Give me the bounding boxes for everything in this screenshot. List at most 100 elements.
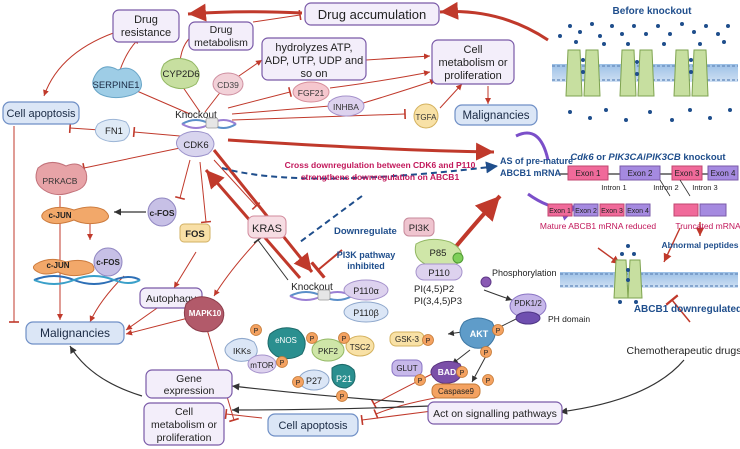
gene-structure: Exon 1 Exon 2 Exon 3 Exon 4 Intron 1 Int… [560,165,739,197]
drug-metabolism-label-1: Drug [210,24,233,36]
gene-expression-label-2: expression [164,385,215,397]
arrow-mapk-malig [125,315,197,336]
inhibit-chemo [665,294,691,323]
arrow-transporter-to-accum [439,1,549,42]
inhibit-apoptosis-prolif [224,408,263,420]
hydrolyzes-label-3: so on [301,68,328,80]
bad-protein: BAD [430,360,463,384]
exon-2-block [619,165,661,181]
cjun-protein-1: c-JUN [41,206,109,225]
as-premature-line-1: AS of pre-mature [500,156,573,166]
exon-1-block [567,165,609,181]
transporter-icon [613,259,643,299]
abcb1-downregulated-label: ABCB1 downregulated [634,304,740,315]
autophagy-label: Autophagy [146,293,197,305]
enos-protein: eNOS [267,327,306,360]
cell-metab-bot-label-1: Cell [175,406,193,418]
tgfa-label: TGFA [416,113,438,122]
caspase9-protein: Caspase9 [431,383,481,399]
p21-protein: P21 [331,364,356,389]
p110-label: P110 [428,268,449,279]
drug-accumulation-box: Drug accumulation [304,2,440,26]
arrow-act-prolif [231,405,431,414]
intron-2-label: Intron 2 [653,183,678,192]
phosphate-label-11: P [418,378,423,385]
dashed-cross-arrow [221,161,499,180]
malignancies-top-box: Malignancies [454,104,538,126]
mature-exon-1-label: Exon 1 [549,208,571,215]
tsc2-label: TSC2 [350,343,371,352]
arrow-prolif-malig [69,345,143,397]
arrow-pip-pdk [483,289,513,301]
inhibit-bad [370,371,437,409]
mature-mrna-label: Mature ABCB1 mRNA reduced [540,221,656,231]
ko-title-slash: / [643,152,646,163]
cd39-protein: CD39 [212,72,244,96]
inhibit-tgfa [231,108,406,121]
ikks-label: IKKs [233,346,251,356]
arrow-kras-mapk [213,239,259,297]
downregulate-label: Downregulate [334,226,397,237]
arrow-akt-casp [471,355,487,383]
phosphate-label-6: P [496,328,501,335]
hydrolyzes-box: hydrolyzes ATP, ADP, UTP, UDP and so on [261,37,367,81]
knockout-top: Knockout [175,110,237,129]
gsk3-protein: GSK-3 [389,331,425,347]
p85-protein: P85 [414,238,463,268]
ko-title-knockout: knockout [681,152,727,163]
fn1-label: FN1 [105,126,123,137]
bad-label: BAD [438,367,456,377]
arrow-tgfa-prolif [439,83,463,109]
drug-metabolism-label-2: metabolism [194,37,248,49]
mature-exon-4-label: Exon 4 [627,208,649,215]
intron-3-label: Intron 3 [692,183,717,192]
arrow-act-gene [231,383,405,403]
hydrolyzes-label-1: hydrolyzes ATP, [275,42,352,54]
pi3k-pathway-label-1: PI3K pathway [337,250,396,260]
cell-apoptosis-bottom-box: Cell apoptosis [267,413,359,437]
inhibit-cfos [174,159,191,201]
prkacb-protein: PRKACB [35,162,88,196]
pi3k-protein: PI3K [403,217,435,237]
phosphate-label-5: P [426,338,431,345]
as-premature-line-2: ABCB1 mRNA [500,168,562,178]
serpine1-protein: SERPINE1 [92,66,142,99]
drug-dot-icon [618,244,638,304]
tgfa-protein: TGFA [413,103,439,129]
arrow-serpine-resist [119,37,141,71]
exon-3-block [671,165,703,181]
phosphate-label-8: P [460,370,465,377]
inhibit-fn1 [132,126,181,138]
drug-resistance-box: Drug resistance [112,9,180,43]
gsk3-label: GSK-3 [395,335,420,344]
cfos-label-2: c-FOS [96,258,120,267]
inhibit-serpine [127,83,191,115]
p110a-label: P110α [353,286,379,296]
cell-apoptosis-bottom-label: Cell apoptosis [278,420,348,432]
cell-metab-bot-label-2: metabolism or [151,419,217,431]
inhibit-cd39 [204,86,227,113]
ko-title-pik3ca: PIK3CA [608,152,643,163]
phosphate-label-3: P [310,336,315,343]
arrow-akt-bad [451,349,471,365]
p110b-protein: P110β [343,301,389,323]
knockout-mid: Knockout [289,282,353,301]
cross-downregulation-line-2: strengthens downregulation on ABCB1 [301,172,460,182]
gene-expression-box: Gene expression [145,369,233,399]
arrow-resist-apoptosis [43,29,123,97]
kras-box: KRAS [247,215,287,239]
as-premature-label: AS of pre-mature ABCB1 mRNA [500,156,573,178]
arrow-inhba-prolif [359,79,437,105]
arrow-accum-to-resistance [187,3,303,22]
cell-apoptosis-left-box: Cell apoptosis [2,101,80,125]
cjun-cfos-complex: c-JUN c-FOS [32,247,141,285]
akt-label: AKT [470,329,489,339]
mapk10-protein: MAPK10 [183,296,225,333]
cell-metab-top-label-3: proliferation [444,70,501,82]
ko-title-or: or [594,152,609,163]
cell-apoptosis-left-label: Cell apoptosis [6,108,76,120]
dashed-cross-down [299,195,363,243]
mature-exon-2-label: Exon 2 [575,208,597,215]
cell-metab-top-label-1: Cell [464,44,483,56]
